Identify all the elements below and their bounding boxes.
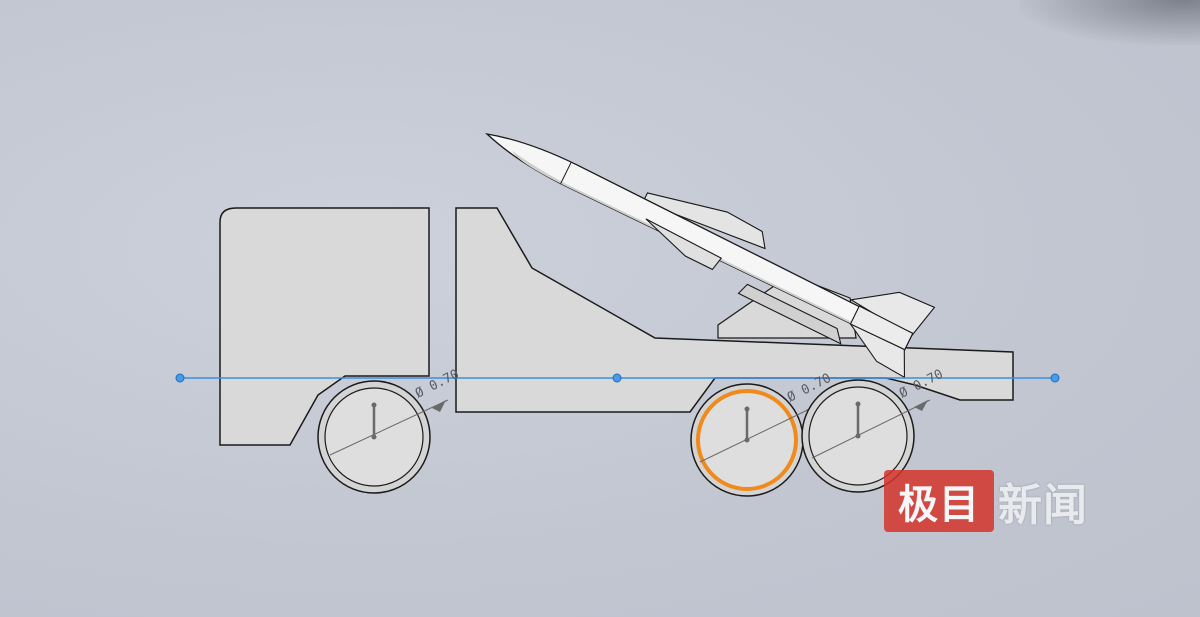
- corner-shadow: [1020, 0, 1200, 45]
- sketch-point-middle[interactable]: [612, 373, 622, 383]
- watermark: 极目 新闻: [884, 470, 1088, 532]
- wheel-middle-selected[interactable]: [690, 383, 823, 497]
- missile[interactable]: [472, 96, 938, 379]
- sketch-point-right[interactable]: [1050, 373, 1060, 383]
- truck-cab[interactable]: [219, 207, 430, 446]
- truck-trailer-bed[interactable]: [455, 207, 1014, 413]
- missile-nose-seam: [560, 161, 572, 184]
- wheel-front[interactable]: [801, 379, 931, 493]
- watermark-logo-box: 极目: [884, 470, 994, 532]
- missile-mid-wing: [645, 218, 723, 271]
- wheel-cab[interactable]: [317, 380, 449, 494]
- sketch-point-left[interactable]: [175, 373, 185, 383]
- watermark-text: 新闻: [998, 480, 1088, 531]
- missile-tail-section: [849, 305, 914, 351]
- missile-cradle: [737, 283, 842, 345]
